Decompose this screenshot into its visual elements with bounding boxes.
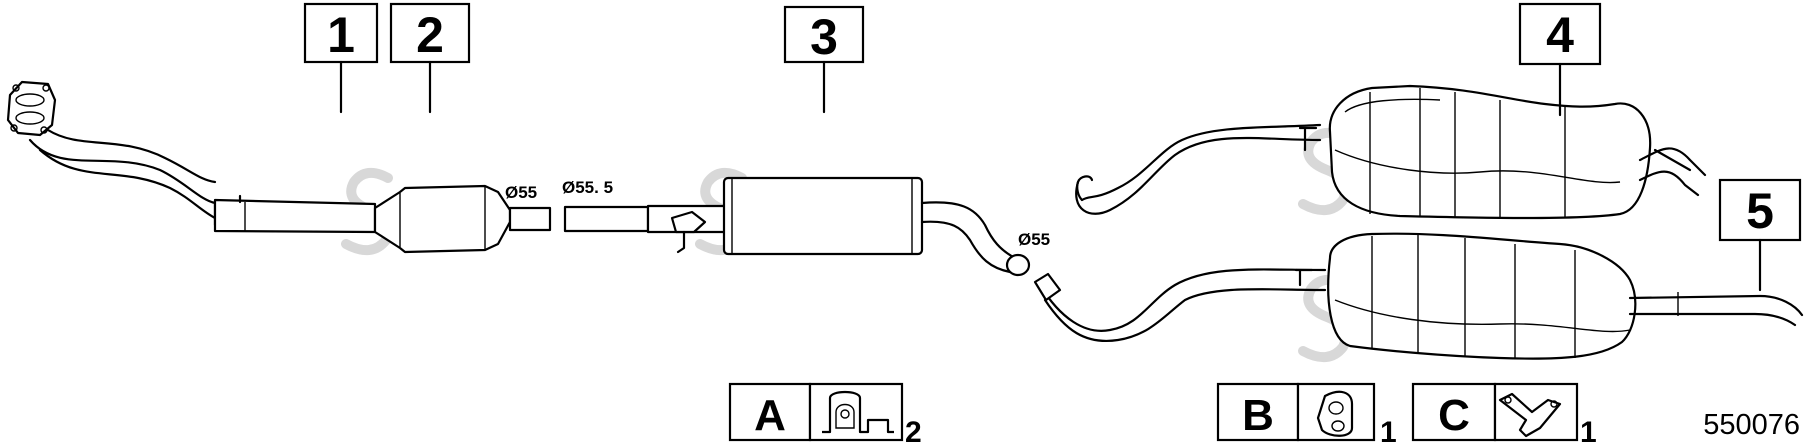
callout-1: 1 bbox=[303, 2, 379, 114]
catalytic-converter bbox=[373, 184, 512, 254]
mounting-bracket-icon bbox=[1498, 392, 1562, 438]
middle-silencer-assembly: Ø55. 5 Ø55 bbox=[562, 176, 1050, 277]
svg-text:1: 1 bbox=[1580, 416, 1597, 446]
exhaust-hanger-icon bbox=[1316, 390, 1354, 437]
callout-5: 5 bbox=[1718, 178, 1802, 292]
rear-silencer-lower bbox=[1327, 232, 1637, 360]
svg-text:1: 1 bbox=[327, 7, 355, 63]
svg-text:5: 5 bbox=[1746, 183, 1774, 239]
rear-silencer-lower-assembly bbox=[1033, 232, 1804, 360]
front-pipe-assembly: Ø55 bbox=[6, 80, 552, 254]
dimension-cat-outlet: Ø55 bbox=[505, 183, 537, 202]
middle-silencer bbox=[722, 176, 924, 256]
svg-text:4: 4 bbox=[1546, 7, 1574, 63]
rear-silencer-upper-assembly bbox=[1075, 84, 1707, 220]
callout-2: 2 bbox=[389, 2, 471, 114]
svg-text:2: 2 bbox=[905, 416, 922, 446]
rubber-hanger-icon bbox=[822, 390, 894, 434]
kit-a: A 2 bbox=[728, 382, 922, 446]
svg-text:B: B bbox=[1242, 391, 1274, 440]
svg-text:C: C bbox=[1438, 391, 1470, 440]
pipe-hanger bbox=[670, 210, 707, 234]
svg-text:2: 2 bbox=[416, 7, 444, 63]
kit-c: C 1 bbox=[1411, 382, 1597, 446]
dimension-mid-outlet: Ø55 bbox=[1018, 230, 1050, 249]
front-pipe bbox=[213, 198, 377, 234]
callout-4: 4 bbox=[1518, 2, 1602, 117]
svg-text:A: A bbox=[754, 391, 786, 440]
svg-text:1: 1 bbox=[1380, 416, 1397, 446]
svg-text:3: 3 bbox=[810, 9, 838, 65]
dimension-mid-inlet: Ø55. 5 bbox=[562, 178, 613, 197]
kit-b: B 1 bbox=[1216, 382, 1397, 446]
rear-silencer-upper bbox=[1328, 84, 1652, 220]
drawing-number: 550076 bbox=[1703, 409, 1800, 441]
callout-3: 3 bbox=[783, 5, 865, 114]
